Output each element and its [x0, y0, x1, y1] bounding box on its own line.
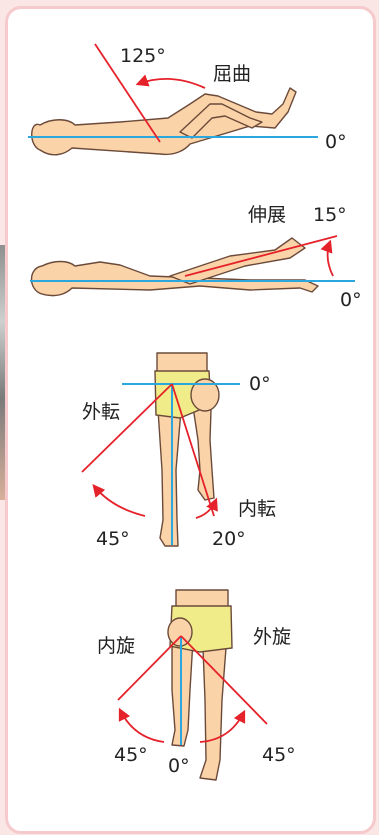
center-angle-label: 0°	[168, 755, 190, 777]
abduction-arrow	[94, 486, 145, 516]
panel-rotation: 内旋 外旋 45° 0° 45°	[97, 590, 296, 780]
internal-rotation-label: 内旋	[97, 635, 135, 657]
internal-angle-label: 45°	[114, 744, 148, 766]
adduction-angle-label: 20°	[212, 528, 246, 550]
flexion-arrow	[138, 79, 205, 88]
left-leg-standing	[158, 410, 181, 546]
extension-label: 伸展	[248, 204, 286, 226]
extension-arrow	[328, 242, 333, 276]
external-angle-label: 45°	[262, 744, 296, 766]
panel-abduction-adduction: 0° 外転 内転 45° 20°	[82, 353, 276, 550]
movement-line-extension	[185, 236, 337, 276]
extension-angle-label: 15°	[313, 204, 347, 226]
panel-flexion: 125° 屈曲 0°	[28, 44, 347, 155]
flexion-zero-label: 0°	[325, 131, 347, 153]
external-rotation-label: 外旋	[253, 626, 291, 648]
lying-body-extension-raised-leg	[170, 238, 305, 284]
abduction-label: 外転	[82, 401, 120, 423]
right-leg-crossed	[192, 400, 214, 500]
left-leg-rotated	[172, 640, 193, 746]
adduction-label: 内転	[238, 498, 276, 520]
extension-zero-label: 0°	[340, 289, 362, 311]
p3-zero-label: 0°	[249, 373, 271, 395]
flexion-angle-label: 125°	[120, 45, 166, 67]
flexion-label: 屈曲	[213, 63, 251, 85]
abduction-angle-label: 45°	[96, 528, 130, 550]
panel-extension: 伸展 15° 0°	[30, 204, 362, 311]
torso-upper	[157, 353, 207, 373]
internal-rotation-arrow	[120, 710, 164, 742]
